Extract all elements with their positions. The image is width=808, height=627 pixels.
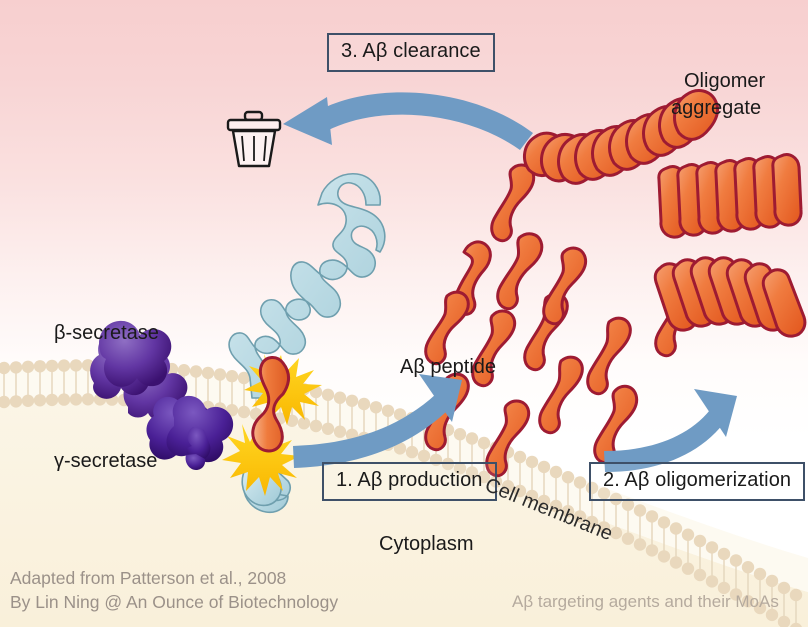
step-1-production-label: 1. Aβ production	[322, 462, 497, 501]
corner-caption: Aβ targeting agents and their MoAs	[512, 592, 779, 611]
ab-peptide-in-membrane	[251, 356, 291, 453]
oligomer-aggregate-label-line2: aggregate	[671, 97, 762, 119]
cytoplasm-label: Cytoplasm	[379, 533, 474, 555]
oligomer-aggregate-label-line1: Oligomer	[684, 70, 766, 92]
oligomer-aggregate-2	[657, 153, 803, 239]
cell-membrane	[0, 359, 808, 627]
cleavage-burst-gamma	[222, 424, 300, 496]
curved-arrow-oligomerization-icon	[604, 389, 737, 472]
step-3-clearance-label: 3. Aβ clearance	[327, 33, 495, 72]
gamma-secretase-label: γ-secretase	[54, 450, 158, 472]
ab-peptide-label: Aβ peptide	[400, 356, 497, 378]
step-2-oligomerization-label: 2. Aβ oligomerization	[589, 462, 806, 501]
oligomer-aggregate-1	[522, 89, 720, 185]
curved-arrow-production-icon	[293, 374, 462, 468]
beta-secretase-protein	[90, 320, 188, 423]
curved-arrow-left-icon	[283, 92, 533, 150]
oligomer-aggregate-3	[653, 256, 807, 338]
credit-line-2: By Lin Ning @ An Ounce of Biotechnology	[10, 592, 339, 612]
trash-bin-icon	[226, 110, 282, 168]
ab-peptide-monomers	[424, 163, 701, 478]
gamma-secretase-protein	[146, 395, 234, 470]
credit-line-1: Adapted from Patterson et al., 2008	[10, 568, 287, 588]
beta-secretase-label: β-secretase	[54, 322, 159, 344]
